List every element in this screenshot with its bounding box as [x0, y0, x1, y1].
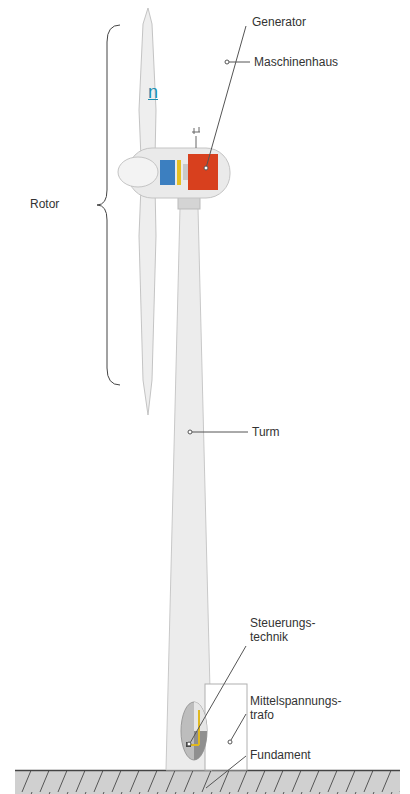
part-label: Maschinenhaus [254, 55, 338, 69]
transformer-housing [205, 684, 247, 770]
link-text: n [148, 82, 158, 102]
nacelle [118, 127, 230, 198]
rotor-blades [139, 8, 156, 415]
part-label: Steuerungs- technik [250, 616, 315, 644]
part-label: Turm [252, 425, 280, 439]
ground [15, 770, 400, 794]
control-cabinet [181, 702, 207, 760]
part-label: Rotor [30, 197, 59, 211]
part-label: Fundament [250, 748, 311, 762]
leader-lines [187, 26, 250, 788]
part-label: Mittelspannungs- trafo [250, 694, 341, 722]
rotor-brace [97, 25, 120, 385]
part-label: Generator [252, 15, 306, 29]
